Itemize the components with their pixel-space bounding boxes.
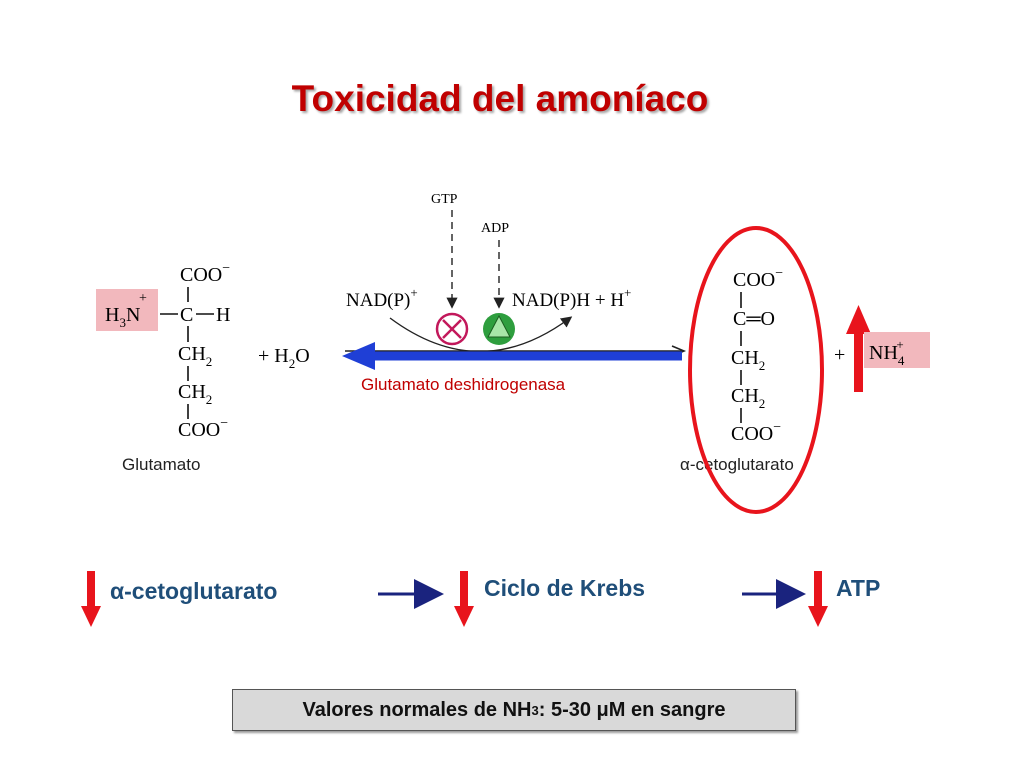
decrease-arrow-krebs — [454, 571, 474, 627]
akg-label: α-cetoglutarato — [680, 455, 794, 474]
footer-suffix: : 5-30 μM en sangre — [538, 698, 726, 721]
decrease-arrow-atp — [808, 571, 828, 627]
glutamate-alpha-carbon: C — [180, 304, 193, 326]
nh4-ion: NH4+ — [869, 337, 905, 368]
glutamate-amine-charge: + — [139, 291, 147, 306]
adp-label: ADP — [481, 221, 509, 236]
akg-highlight-ellipse — [688, 226, 824, 514]
slide-title: Toxicidad del amoníaco — [291, 78, 709, 119]
enzyme-label: Glutamato deshidrogenasa — [361, 375, 566, 394]
nadph-right: NAD(P)H + H+ — [512, 285, 631, 311]
nh4-highlight — [864, 332, 930, 368]
glutamate-structure: COO− H3N + C H CH2 CH2 COO− Glutamato — [96, 261, 230, 474]
gtp-label: GTP — [431, 192, 458, 207]
decrease-arrow-akg — [81, 571, 101, 627]
plus-nh4: + — [834, 344, 845, 366]
glutamate-amine: H3N — [105, 304, 140, 330]
glutamate-label: Glutamato — [122, 455, 200, 474]
akg-carbonyl: C═O — [733, 308, 775, 330]
amine-highlight — [96, 289, 158, 331]
footer-prefix: Valores normales de NH — [302, 698, 532, 721]
cascade-atp: ATP — [836, 575, 880, 601]
akg-ch2-a: CH2 — [731, 347, 765, 373]
glutamate-ch2-a: CH2 — [178, 343, 212, 369]
inhibitor-circle-x-icon — [435, 312, 469, 346]
glutamate-hydrogen: H — [216, 304, 230, 326]
activator-triangle-icon — [483, 313, 515, 345]
akg-coo-top: COO− — [733, 266, 783, 291]
glutamate-coo-top: COO− — [180, 261, 230, 286]
akg-structure: COO− C═O CH2 CH2 COO− α-cetoglutarato — [680, 266, 794, 474]
glutamate-coo-bottom: COO− — [178, 416, 228, 441]
cofactor-curved-arrow — [389, 316, 573, 353]
water-term: + H2O — [258, 345, 310, 371]
nh4-increase-arrow — [846, 305, 871, 392]
akg-ch2-b: CH2 — [731, 385, 765, 411]
nadp-left: NAD(P)+ — [346, 285, 418, 311]
cascade-row: α-cetoglutarato Ciclo de Krebs ATP — [81, 571, 880, 627]
cascade-krebs: Ciclo de Krebs — [484, 575, 645, 601]
footer-sub: 3 — [531, 702, 539, 718]
akg-coo-bottom: COO− — [731, 420, 781, 445]
glutamate-ch2-b: CH2 — [178, 381, 212, 407]
cascade-akg: α-cetoglutarato — [110, 578, 277, 604]
